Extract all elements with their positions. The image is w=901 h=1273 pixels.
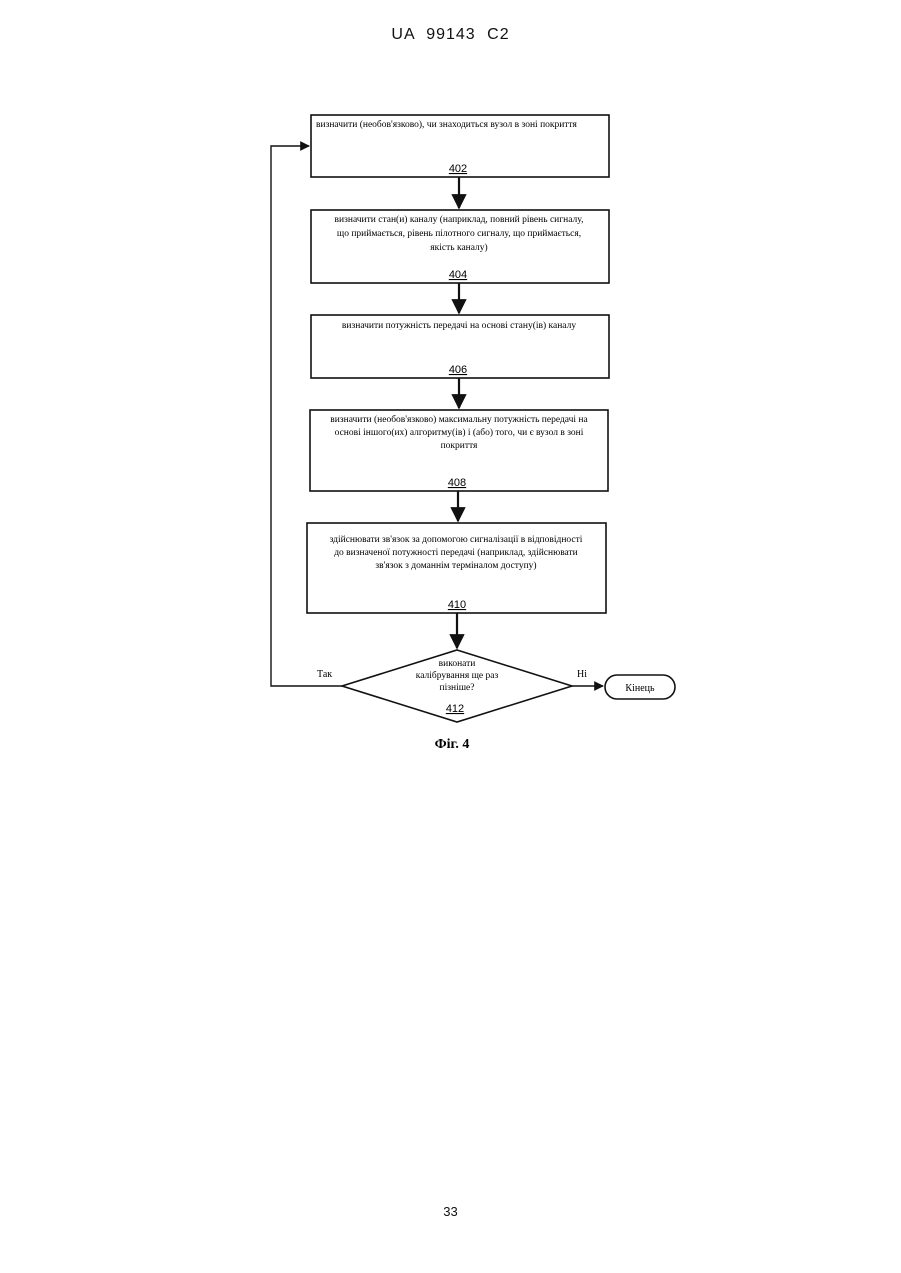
step-406-line-1: визначити потужність передачі на основі … [342, 320, 576, 331]
end-label: Кінець [625, 683, 655, 694]
step-404-line-2: що приймається, рівень пілотного сигналу… [337, 228, 581, 239]
step-404-ref: 404 [449, 269, 467, 281]
no-label: Ні [577, 669, 587, 680]
decision-412: виконати калібрування ще раз пізніше? 41… [342, 650, 572, 722]
step-410: здійснювати зв'язок за допомогою сигналі… [307, 523, 606, 613]
yes-label: Так [317, 669, 332, 680]
step-406: визначити потужність передачі на основі … [311, 315, 609, 378]
step-402-ref: 402 [449, 163, 467, 175]
step-406-ref: 406 [449, 364, 467, 376]
step-410-line-2: до визначеної потужності передачі (напри… [334, 547, 578, 558]
step-408-line-2: основі іншого(их) алгоритму(ів) і (або) … [335, 427, 584, 438]
decision-line-2: калібрування ще раз [416, 670, 499, 681]
decision-line-1: виконати [439, 659, 476, 669]
step-410-ref: 410 [448, 599, 466, 611]
step-408-ref: 408 [448, 477, 466, 489]
step-408-line-3: покриття [441, 441, 478, 451]
step-408-line-1: визначити (необов'язково) максимальну по… [330, 414, 588, 425]
decision-line-3: пізніше? [440, 683, 475, 693]
figure-caption: Фіг. 4 [435, 737, 470, 752]
step-404-line-1: визначити стан(и) каналу (наприклад, пов… [335, 214, 584, 225]
step-404-line-3: якість каналу) [430, 242, 487, 253]
step-410-line-1: здійснювати зв'язок за допомогою сигналі… [330, 534, 583, 545]
step-410-line-3: зв'язок з доманнім терміналом доступу) [375, 560, 536, 571]
step-402: визначити (необов'язково), чи знаходитьс… [311, 115, 609, 177]
decision-ref: 412 [446, 703, 464, 715]
end-terminator: Кінець [605, 675, 675, 699]
step-402-line-1: визначити (необов'язково), чи знаходитьс… [316, 119, 578, 130]
page-number: 33 [0, 1204, 901, 1219]
step-408: визначити (необов'язково) максимальну по… [310, 410, 608, 491]
step-404: визначити стан(и) каналу (наприклад, пов… [311, 210, 609, 283]
